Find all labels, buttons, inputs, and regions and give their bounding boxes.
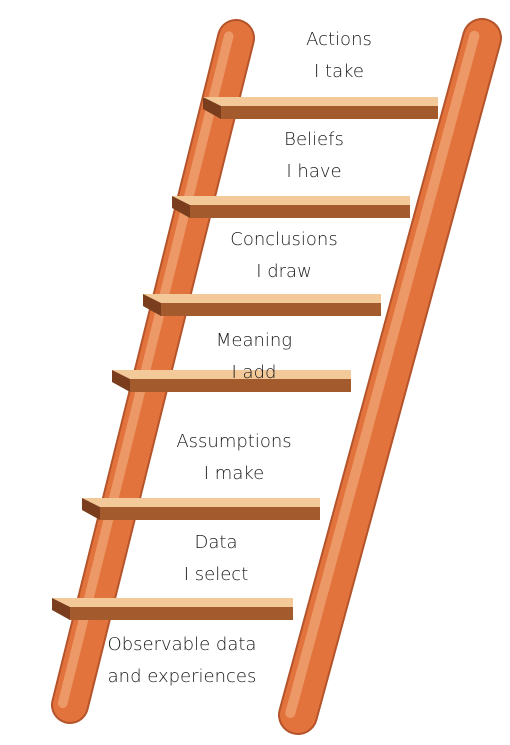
ladder-rung — [203, 97, 438, 119]
rung-label-line1: Conclusions — [230, 229, 338, 250]
ladder-rung — [172, 196, 410, 218]
rung-label-conclusions: Conclusions I draw — [164, 224, 404, 288]
ladder-rung — [143, 294, 381, 316]
right-rail — [278, 18, 502, 735]
rung-label-line2: I make — [203, 463, 265, 484]
rung-label-line1: Observable data — [107, 634, 257, 655]
ladder-rungs — [52, 97, 438, 620]
rung-label-line2: and experiences — [107, 666, 257, 687]
rung-label-line1: Assumptions — [176, 431, 292, 452]
rung-label-beliefs: Beliefs I have — [194, 124, 434, 188]
rung-label-data: Data I select — [96, 527, 336, 591]
rung-label-meaning: Meaning I add — [134, 325, 374, 389]
rung-label-line1: Data — [194, 532, 238, 553]
ladder-rung — [52, 598, 293, 620]
rung-label-observable: Observable data and experiences — [62, 629, 302, 693]
rung-label-line2: I select — [183, 564, 249, 585]
rung-label-line1: Actions — [306, 29, 372, 50]
rung-label-line2: I have — [286, 161, 342, 182]
rung-label-line1: Meaning — [215, 330, 293, 351]
rung-label-assumptions: Assumptions I make — [114, 426, 354, 490]
rung-label-line2: I add — [231, 362, 277, 383]
rung-label-line2: I draw — [256, 261, 312, 282]
rung-label-line2: I take — [314, 61, 364, 82]
ladder-rung — [112, 370, 351, 392]
rung-label-line1: Beliefs — [284, 129, 344, 150]
ladder-rung — [82, 498, 320, 520]
rung-label-actions: Actions I take — [219, 24, 459, 88]
